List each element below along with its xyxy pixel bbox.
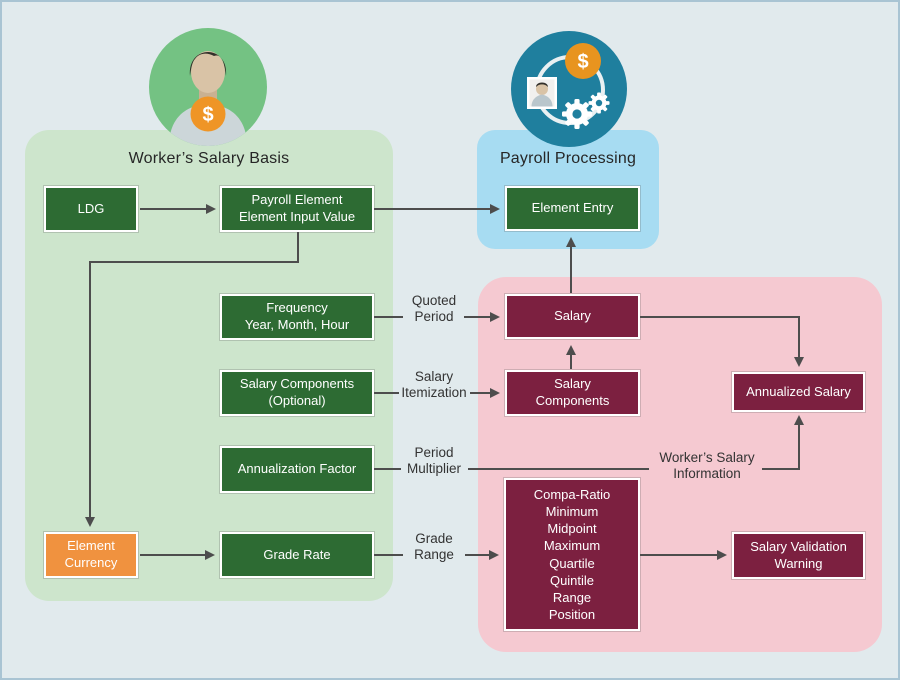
gear-icon	[562, 99, 592, 129]
node-salary-components: Salary Components	[505, 370, 640, 416]
dollar-symbol: $	[202, 104, 213, 126]
panel-title-workers-salary-basis: Worker’s Salary Basis	[128, 150, 290, 167]
node-salary-validation-warning: Salary Validation Warning	[732, 532, 865, 579]
dollar-coin-icon	[190, 96, 226, 132]
label-workers-salary-information: Worker’s Salary Information	[659, 450, 755, 481]
node-salary: Salary	[505, 294, 640, 339]
dollar-symbol: $	[577, 51, 588, 73]
worker-avatar-icon: $	[149, 28, 267, 146]
photo-icon	[527, 77, 557, 109]
dollar-coin-icon	[565, 43, 601, 79]
node-annualized-salary: Annualized Salary	[732, 372, 865, 412]
label-period-multiplier: Period Multiplier	[406, 445, 461, 476]
node-compa-ratio: Compa-Ratio Minimum Midpoint Maximum Qua…	[504, 478, 640, 631]
node-element-currency: Element Currency	[44, 532, 138, 578]
label-grade-range: Grade Range	[414, 531, 454, 562]
payroll-processing-icon: $	[511, 31, 627, 147]
gear-small-icon	[588, 92, 610, 114]
label-salary-itemization: Salary Itemization	[401, 369, 467, 400]
node-frequency: Frequency Year, Month, Hour	[220, 294, 374, 340]
node-element-entry: Element Entry	[505, 186, 640, 231]
node-annualization-factor: Annualization Factor	[220, 446, 374, 493]
node-salary-components-source: Salary Components (Optional)	[220, 370, 374, 416]
node-ldg: LDG	[44, 186, 138, 232]
label-quoted-period: Quoted Period	[411, 293, 457, 324]
node-grade-rate: Grade Rate	[220, 532, 374, 578]
avatar-face	[191, 51, 225, 93]
panel-title-payroll-processing: Payroll Processing	[499, 150, 637, 167]
node-payroll-element: Payroll Element Element Input Value	[220, 186, 374, 232]
